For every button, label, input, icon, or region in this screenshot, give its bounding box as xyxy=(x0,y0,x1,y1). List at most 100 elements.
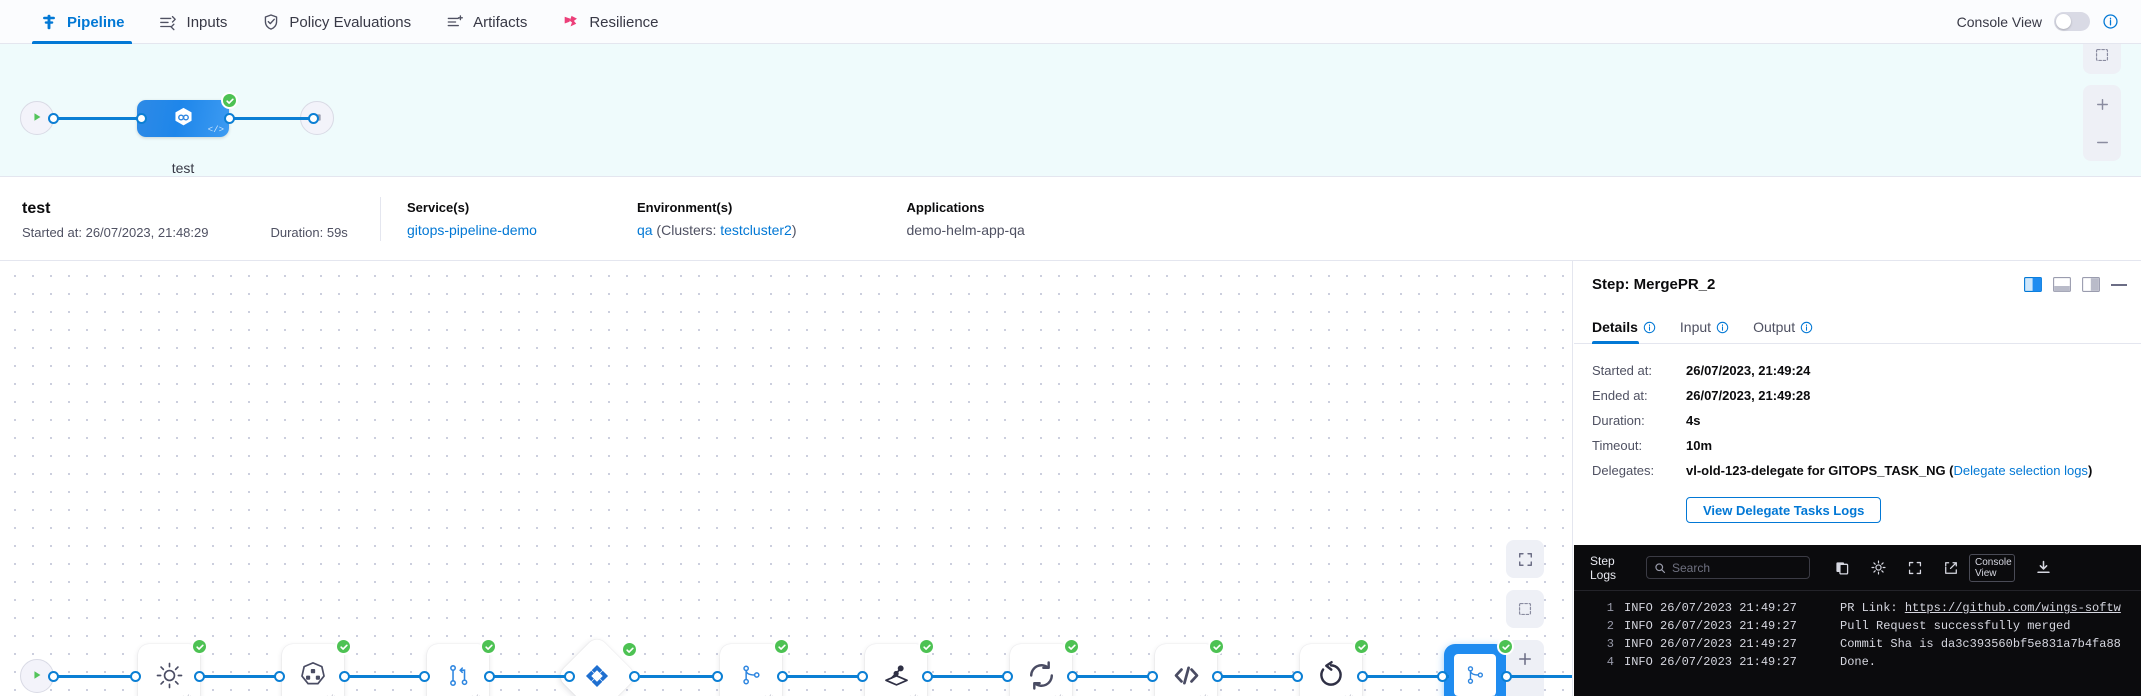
log-search-input[interactable] xyxy=(1672,560,1802,575)
tab-resilience[interactable]: Resilience xyxy=(544,0,675,44)
log-line-number: 4 xyxy=(1606,655,1614,669)
tab-artifacts-label: Artifacts xyxy=(473,13,528,31)
step-node-sync[interactable]: </> xyxy=(1010,644,1072,696)
log-timestamp: 26/07/2023 21:49:27 xyxy=(1660,637,1797,651)
port-stage-in xyxy=(136,113,147,124)
code-icon xyxy=(1171,660,1202,691)
sync-icon xyxy=(1025,659,1058,692)
zoom-in-button[interactable] xyxy=(1506,640,1544,678)
minimize-icon[interactable] xyxy=(2111,283,2127,286)
step-panel-header: Step: MergePR_2 xyxy=(1574,261,2141,308)
canvas-fit-screen-control[interactable] xyxy=(1506,540,1544,578)
log-line: 2 INFO 26/07/2023 21:49:27 Pull Request … xyxy=(1574,617,2141,635)
port-graph-start-out xyxy=(48,671,59,682)
tab-pipeline-label: Pipeline xyxy=(67,13,125,31)
edge-10 xyxy=(1363,675,1449,678)
step-code-tag: </> xyxy=(179,694,195,696)
step-node-update-release-repo[interactable]: </> xyxy=(427,644,489,696)
environment-name-link[interactable]: qa xyxy=(636,221,653,238)
tab-output[interactable]: Output xyxy=(1753,319,1813,343)
detail-value: 4s xyxy=(1686,413,1701,428)
info-icon[interactable] xyxy=(2102,13,2119,30)
split-view-icon[interactable] xyxy=(2024,277,2042,292)
environments-label: Environment(s) xyxy=(636,199,733,215)
status-badge-update-release-repo xyxy=(480,638,497,655)
log-line: 3 INFO 26/07/2023 21:49:27 Commit Sha is… xyxy=(1574,635,2141,653)
port-out-service xyxy=(194,671,205,682)
execution-graph-canvas[interactable]: </> Service </> GitopsClusters xyxy=(0,261,1573,696)
port-out-merge-pr xyxy=(777,671,788,682)
port-in-harness-approval xyxy=(564,671,575,682)
step-details-body: Started at: 26/07/2023, 21:49:24 Ended a… xyxy=(1574,344,2141,696)
zoom-out-button[interactable] xyxy=(1506,678,1544,696)
port-out-fetch-linked-apps xyxy=(922,671,933,682)
step-node-fetch-linked-apps[interactable]: </> xyxy=(865,644,927,696)
summary-applications: Applications demo-helm-app-qa xyxy=(847,200,1075,238)
pr-link[interactable]: https://github.com/wings-softw xyxy=(1904,601,2121,615)
cluster-link[interactable]: testcluster2 xyxy=(720,221,792,238)
status-badge-shellscript-1 xyxy=(1208,638,1225,655)
mini-stage-caption: test xyxy=(171,160,195,176)
edge-3 xyxy=(345,675,425,678)
right-view-icon[interactable] xyxy=(2082,277,2100,292)
view-delegate-tasks-logs-button[interactable]: View Delegate Tasks Logs xyxy=(1686,497,1882,523)
step-node-service[interactable]: </> xyxy=(138,644,200,696)
console-view-toggle[interactable] xyxy=(2054,12,2090,31)
tab-details[interactable]: Details xyxy=(1592,319,1656,344)
port-out-sync xyxy=(1067,671,1078,682)
canvas-select-area-control[interactable] xyxy=(1506,590,1544,628)
zoom-out-button[interactable] xyxy=(2083,123,2121,161)
status-badge-sync xyxy=(1063,638,1080,655)
detail-key: Ended at: xyxy=(1592,388,1648,403)
step-node-mergepr-2[interactable]: </> xyxy=(1444,644,1506,696)
ministrip-select-area-control[interactable] xyxy=(2083,44,2121,74)
bottom-view-icon[interactable] xyxy=(2053,277,2071,292)
select-area-icon[interactable] xyxy=(2083,44,2121,74)
environments-value: qa (Clusters: testcluster2) xyxy=(637,222,797,238)
info-icon[interactable] xyxy=(1716,321,1729,334)
tab-policy-evaluations[interactable]: Policy Evaluations xyxy=(244,0,428,44)
port-end-in xyxy=(308,113,319,124)
step-node-merge-pr[interactable]: </> xyxy=(720,644,782,696)
log-search-box[interactable] xyxy=(1646,556,1810,579)
gear-icon[interactable] xyxy=(1870,559,1887,576)
revert-icon xyxy=(1315,659,1347,691)
delegate-name: vl-old-123-delegate for GITOPS_TASK_NG ( xyxy=(1686,463,1954,478)
fit-screen-icon[interactable] xyxy=(1506,540,1544,578)
open-external-icon[interactable] xyxy=(1943,560,1959,576)
port-out-update-release-repo xyxy=(484,671,495,682)
log-lines[interactable]: 1 INFO 26/07/2023 21:49:27 PR Link: http… xyxy=(1574,591,2141,696)
harness-approval-icon xyxy=(568,647,626,696)
shield-check-icon xyxy=(261,13,280,32)
select-area-icon[interactable] xyxy=(1506,590,1544,628)
log-level: INFO xyxy=(1624,619,1653,633)
tab-input[interactable]: Input xyxy=(1680,319,1729,343)
ministrip-zoom-controls xyxy=(2083,85,2121,161)
summary-services: Service(s) gitops-pipeline-demo xyxy=(407,200,587,238)
step-node-revertpr-1[interactable]: </> xyxy=(1300,644,1362,696)
zoom-in-button[interactable] xyxy=(2083,85,2121,123)
port-in-sync xyxy=(1002,671,1013,682)
info-icon[interactable] xyxy=(1643,321,1656,334)
tab-inputs[interactable]: Inputs xyxy=(142,0,245,44)
download-icon[interactable] xyxy=(2035,559,2052,576)
copy-icon[interactable] xyxy=(1834,560,1850,576)
step-node-gitopsclusters[interactable]: </> xyxy=(282,644,344,696)
step-node-shellscript-1[interactable]: </> xyxy=(1155,644,1217,696)
toggle-knob xyxy=(2056,14,2071,29)
console-view-chip[interactable]: Console View xyxy=(1969,553,2015,582)
info-icon[interactable] xyxy=(1800,321,1813,334)
search-icon xyxy=(1654,562,1666,574)
tab-artifacts[interactable]: Artifacts xyxy=(428,0,544,44)
services-value[interactable]: gitops-pipeline-demo xyxy=(407,221,537,238)
detail-value: 26/07/2023, 21:49:24 xyxy=(1686,363,1811,378)
step-panel-view-controls xyxy=(2024,277,2127,292)
edge-1 xyxy=(56,675,136,678)
summary-meta: Started at: 26/07/2023, 21:48:29 Duratio… xyxy=(22,225,380,240)
stage-node-test[interactable]: </> xyxy=(137,100,229,137)
status-badge-mergepr-2 xyxy=(1497,638,1514,655)
console-view-label: Console View xyxy=(1956,13,2042,30)
fullscreen-icon[interactable] xyxy=(1907,560,1923,576)
tab-pipeline[interactable]: Pipeline xyxy=(22,0,142,44)
delegate-selection-logs-link[interactable]: Delegate selection logs xyxy=(1953,463,2088,478)
